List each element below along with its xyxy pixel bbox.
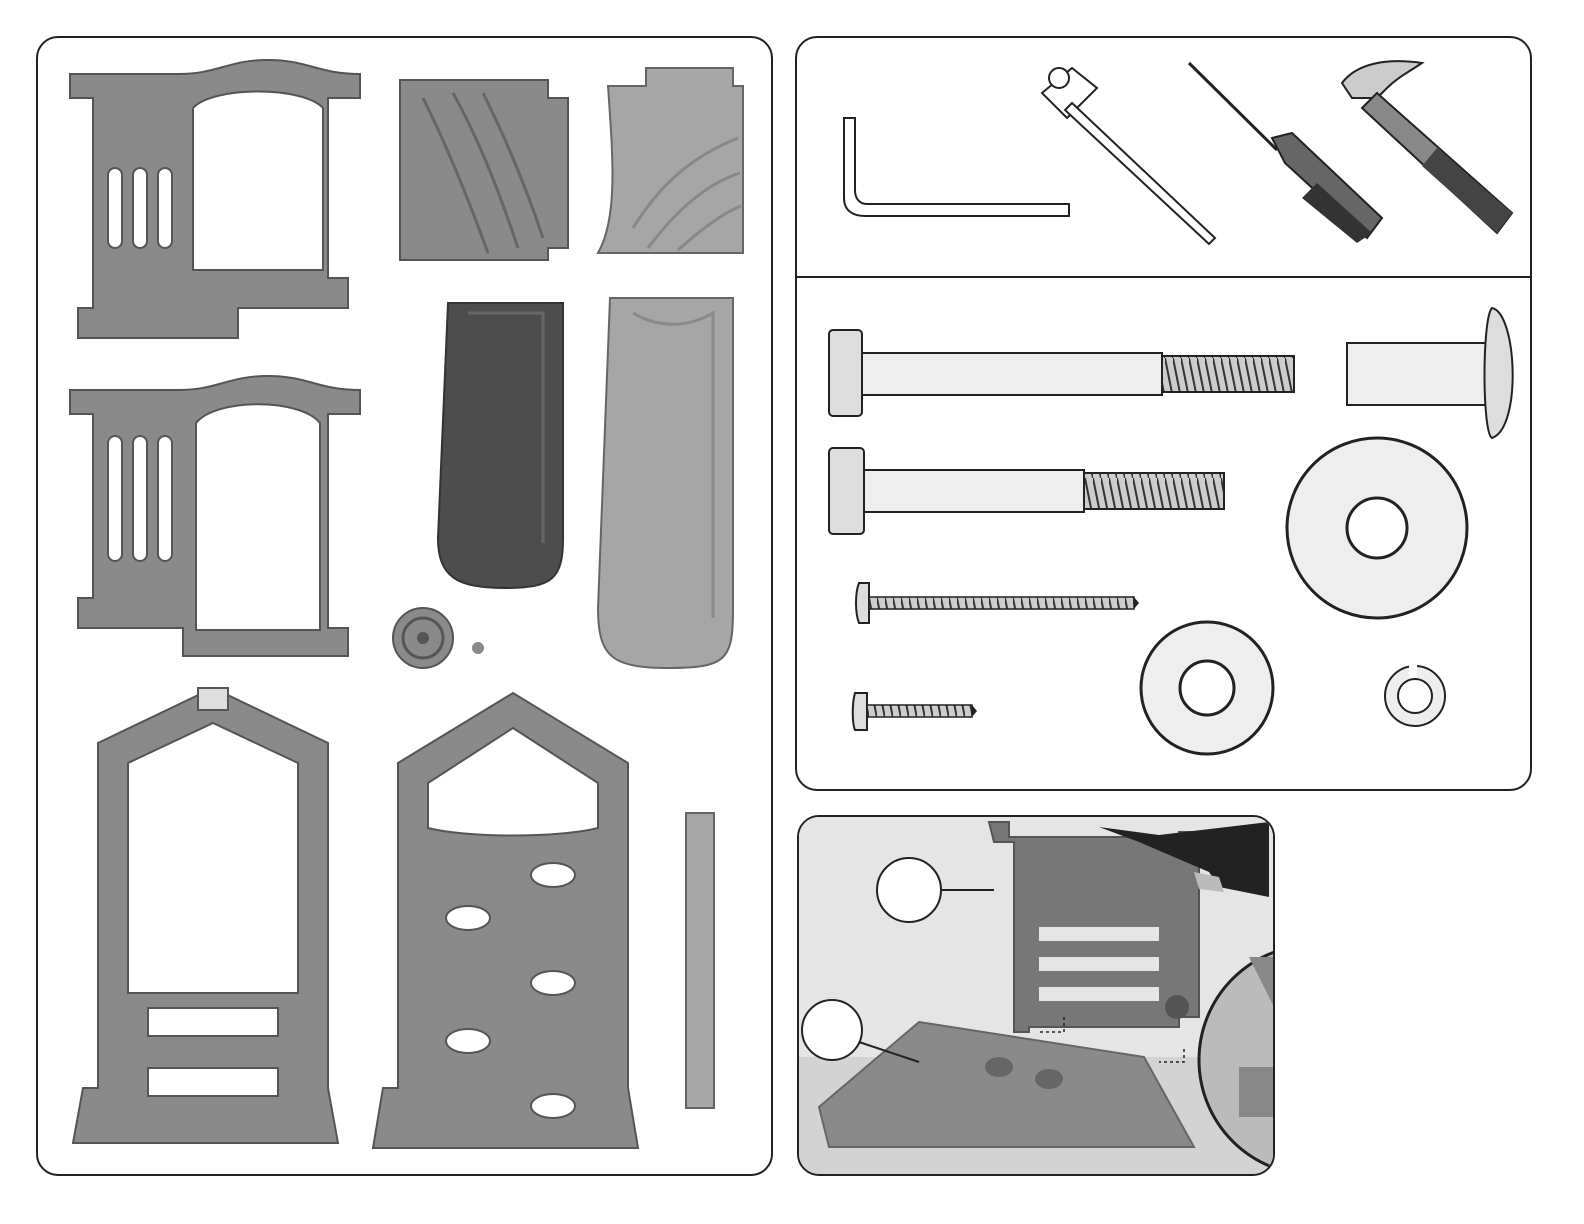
small-washer xyxy=(1141,622,1273,754)
assembly-photo-panel xyxy=(797,815,1275,1176)
allen-wrench-icon xyxy=(844,118,1069,216)
tools-hardware-panel xyxy=(795,36,1532,791)
a-frame-front xyxy=(73,688,338,1143)
slide-section-dark xyxy=(438,303,563,588)
large-washer xyxy=(1287,438,1467,618)
steering-wheel xyxy=(393,608,484,668)
short-bolt xyxy=(829,448,1224,534)
side-panel-upper-2 xyxy=(70,376,360,656)
ratchet-icon xyxy=(1042,68,1215,244)
slide-top-left xyxy=(400,80,568,260)
side-panel-upper-1 xyxy=(70,60,360,338)
cap-nut xyxy=(1347,308,1513,438)
parts-panel xyxy=(36,36,773,1176)
support-bar xyxy=(686,813,714,1108)
lock-washer xyxy=(1385,664,1445,726)
long-bolt xyxy=(829,330,1294,416)
slide-top-right xyxy=(598,68,743,253)
short-screw xyxy=(853,693,977,730)
long-screw xyxy=(856,583,1139,623)
a-frame-climber xyxy=(373,693,638,1148)
slide-section-light xyxy=(598,298,733,668)
